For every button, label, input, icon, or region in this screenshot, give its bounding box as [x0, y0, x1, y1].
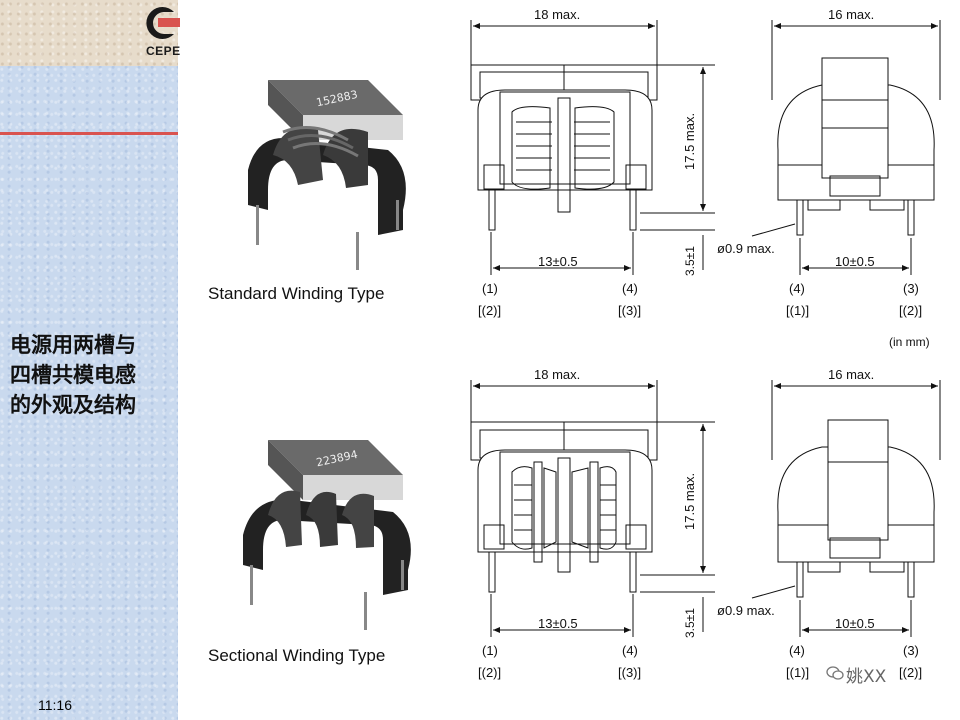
- pin-alt-number: [(2)]: [478, 665, 501, 680]
- pin-alt-number: [(2)]: [899, 665, 922, 680]
- pin-alt-number: [(2)]: [478, 303, 501, 318]
- width-side-label: 16 max.: [828, 367, 874, 382]
- pin-spacing-front-label: 13±0.5: [538, 616, 578, 631]
- title-line: 四槽共模电感: [10, 363, 136, 387]
- sectional-winding-photo: 223894: [243, 440, 411, 630]
- pin-alt-number: [(2)]: [899, 303, 922, 318]
- title-line: 的外观及结构: [10, 393, 136, 417]
- pin-length-label: 3.5±1: [683, 246, 697, 276]
- unit-label: (in mm): [889, 335, 930, 349]
- pin-alt-number: [(3)]: [618, 303, 641, 318]
- title-line: 电源用两槽与: [10, 333, 136, 357]
- pin-number: (4): [789, 643, 805, 658]
- slide-title: 电源用两槽与 四槽共模电感 的外观及结构: [10, 330, 175, 420]
- height-label: 17.5 max.: [682, 113, 697, 170]
- company-logo-icon: [146, 7, 180, 39]
- wechat-icon: [826, 666, 844, 680]
- pin-number: (3): [903, 643, 919, 658]
- width-front-label: 18 max.: [534, 367, 580, 382]
- pin-number: (4): [622, 643, 638, 658]
- divider-line: [0, 132, 178, 135]
- pin-number: (3): [903, 281, 919, 296]
- pin-number: (4): [789, 281, 805, 296]
- height-label: 17.5 max.: [682, 473, 697, 530]
- pin-diameter-label: ø0.9 max.: [717, 241, 775, 256]
- pin-alt-number: [(1)]: [786, 665, 809, 680]
- pin-spacing-side-label: 10±0.5: [835, 616, 875, 631]
- pin-alt-number: [(1)]: [786, 303, 809, 318]
- standard-winding-caption: Standard Winding Type: [208, 284, 385, 303]
- standard-winding-photo: 152883: [248, 80, 406, 270]
- logo-text: CEPE: [146, 44, 181, 58]
- width-side-label: 16 max.: [828, 7, 874, 22]
- sectional-winding-caption: Sectional Winding Type: [208, 646, 386, 665]
- width-front-label: 18 max.: [534, 7, 580, 22]
- pin-spacing-side-label: 10±0.5: [835, 254, 875, 269]
- pin-number: (1): [482, 281, 498, 296]
- slide-time: 11:16: [38, 697, 72, 713]
- pin-number: (4): [622, 281, 638, 296]
- pin-diameter-label: ø0.9 max.: [717, 603, 775, 618]
- logo-area: [0, 0, 178, 66]
- sidebar-background: [0, 0, 178, 720]
- pin-length-label: 3.5±1: [683, 608, 697, 638]
- pin-number: (1): [482, 643, 498, 658]
- pin-alt-number: [(3)]: [618, 665, 641, 680]
- pin-spacing-front-label: 13±0.5: [538, 254, 578, 269]
- watermark: 姚XX: [846, 667, 887, 687]
